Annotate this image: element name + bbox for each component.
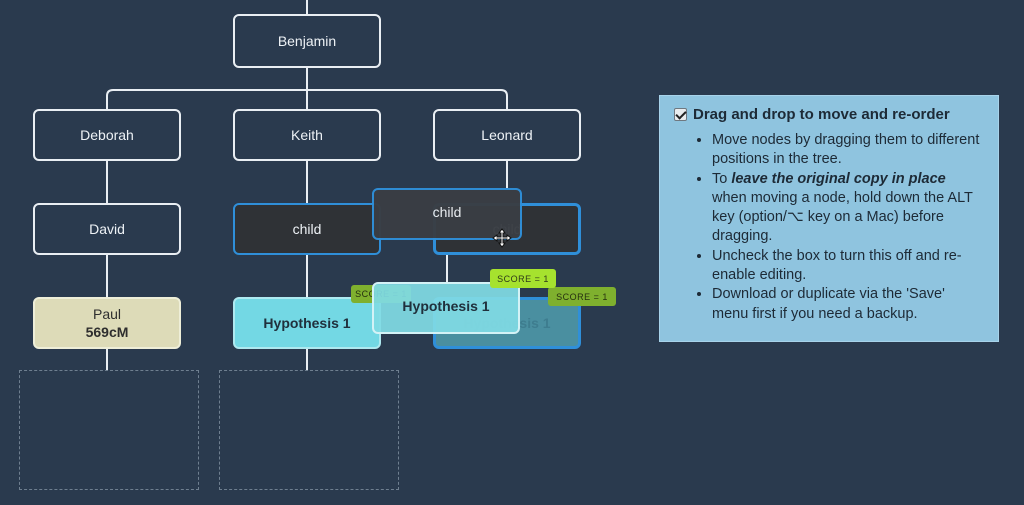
checkbox-icon[interactable] bbox=[674, 108, 687, 121]
score-badge-leonard: SCORE = 1 bbox=[548, 287, 616, 306]
node-label: Keith bbox=[291, 127, 323, 143]
node-david[interactable]: David bbox=[33, 203, 181, 255]
help-item-backup: Download or duplicate via the 'Save' men… bbox=[712, 285, 984, 324]
help-item-uncheck: Uncheck the box to turn this off and re-… bbox=[712, 247, 984, 286]
node-label: child bbox=[432, 204, 462, 220]
node-keith-child[interactable]: child bbox=[233, 203, 381, 255]
drop-placeholder-hypothesis[interactable] bbox=[219, 370, 399, 490]
dragging-child-node[interactable]: child bbox=[372, 188, 522, 240]
node-label: Hypothesis 1 bbox=[402, 298, 490, 314]
node-label: child bbox=[292, 221, 322, 237]
node-label: Deborah bbox=[80, 127, 134, 143]
node-label: Paul bbox=[92, 306, 122, 322]
help-panel-header: Drag and drop to move and re-order bbox=[674, 106, 984, 123]
node-hypothesis-keith[interactable]: Hypothesis 1 bbox=[233, 297, 381, 349]
node-benjamin[interactable]: Benjamin bbox=[233, 14, 381, 68]
node-keith[interactable]: Keith bbox=[233, 109, 381, 161]
node-paul[interactable]: Paul 569cM bbox=[33, 297, 181, 349]
help-item-move: Move nodes by dragging them to different… bbox=[712, 131, 984, 170]
drop-placeholder-paul[interactable] bbox=[19, 370, 199, 490]
node-label: David bbox=[89, 221, 125, 237]
node-leonard[interactable]: Leonard bbox=[433, 109, 581, 161]
help-panel-title: Drag and drop to move and re-order bbox=[693, 106, 950, 123]
node-label: Leonard bbox=[481, 127, 533, 143]
move-cursor-icon bbox=[492, 228, 512, 248]
node-label: Hypothesis 1 bbox=[263, 315, 351, 331]
help-list: Move nodes by dragging them to different… bbox=[674, 131, 984, 324]
node-deborah[interactable]: Deborah bbox=[33, 109, 181, 161]
help-item-alt: To leave the original copy in place when… bbox=[712, 170, 984, 247]
node-label: Benjamin bbox=[277, 33, 337, 49]
help-panel: Drag and drop to move and re-order Move … bbox=[659, 95, 999, 342]
dragging-hypothesis-node[interactable]: Hypothesis 1 bbox=[372, 282, 520, 334]
score-badge-dragging: SCORE = 1 bbox=[490, 269, 556, 288]
node-cm-value: 569cM bbox=[85, 324, 129, 340]
